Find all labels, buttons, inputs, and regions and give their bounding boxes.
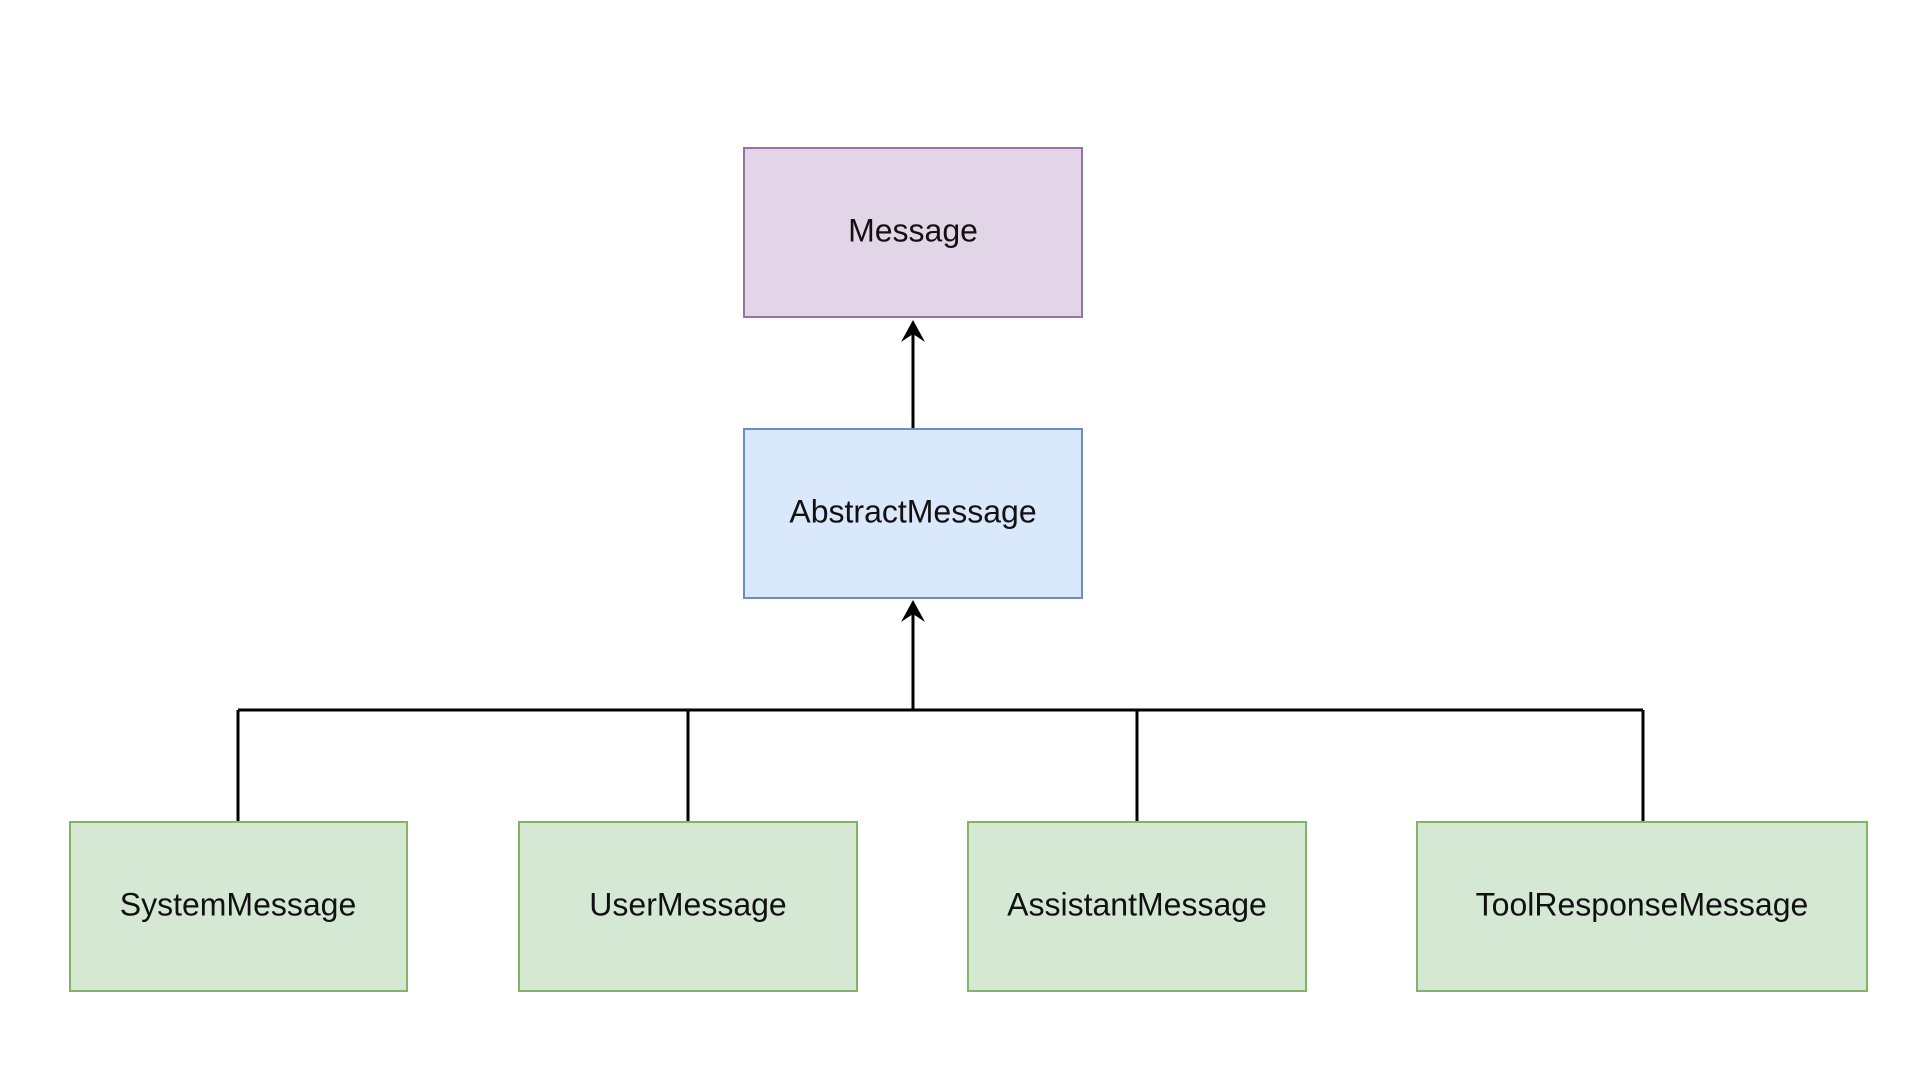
node-user-message-label: UserMessage: [589, 886, 786, 922]
node-message-label: Message: [848, 212, 978, 248]
node-assistant-message[interactable]: AssistantMessage: [967, 821, 1307, 992]
node-system-message-label: SystemMessage: [120, 886, 357, 922]
arrowhead-abstract-message: [901, 600, 925, 622]
node-user-message-box[interactable]: [518, 821, 858, 992]
node-system-message[interactable]: SystemMessage: [69, 821, 408, 992]
node-user-message[interactable]: UserMessage: [518, 821, 858, 992]
node-tool-response-message[interactable]: ToolResponseMessage: [1416, 821, 1868, 992]
node-abstract-message-box[interactable]: [743, 428, 1083, 599]
node-abstract-message-label: AbstractMessage: [789, 493, 1036, 529]
node-message-box[interactable]: [743, 147, 1083, 318]
node-tool-response-message-label: ToolResponseMessage: [1476, 886, 1809, 922]
edges-layer: [236, 320, 1645, 822]
node-tool-response-message-box[interactable]: [1416, 821, 1868, 992]
node-assistant-message-label: AssistantMessage: [1007, 886, 1267, 922]
node-assistant-message-box[interactable]: [967, 821, 1307, 992]
node-abstract-message[interactable]: AbstractMessage: [743, 428, 1083, 599]
arrowhead-message: [901, 320, 925, 342]
node-message[interactable]: Message: [743, 147, 1083, 318]
nodes-layer: Message AbstractMessage SystemMessage Us…: [69, 147, 1868, 992]
node-system-message-box[interactable]: [69, 821, 408, 992]
